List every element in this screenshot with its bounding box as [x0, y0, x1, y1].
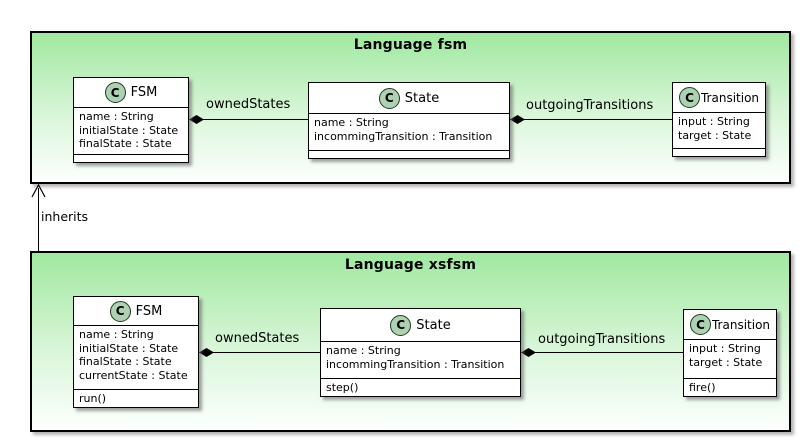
attribute: name : String — [79, 110, 154, 123]
attribute: incommingTransition : Transition — [326, 357, 505, 371]
class-methods: fire() — [684, 377, 776, 397]
relation-label-ownedstates-bottom: ownedStates — [215, 331, 300, 346]
attribute: initialState : State — [79, 341, 179, 355]
class-name: FSM — [130, 85, 158, 100]
composition-diamond-icon — [510, 115, 525, 124]
method: fire() — [689, 380, 716, 394]
inheritance-line — [38, 188, 39, 251]
attribute: finalState : State — [79, 355, 172, 368]
class-header: C FSM — [74, 78, 188, 107]
attribute: currentState : State — [79, 368, 188, 382]
relation-label-outgoingtransitions-bottom: outgoingTransitions — [538, 332, 666, 347]
attribute: name : String — [314, 116, 389, 129]
class-name: FSM — [135, 303, 163, 319]
class-stereotype-icon: C — [109, 300, 131, 322]
package-title-xsfsm: Language xsfsm — [344, 257, 477, 273]
relation-label-ownedstates-top: ownedStates — [206, 97, 291, 112]
class-header: C State — [309, 83, 509, 113]
class-methods — [673, 148, 765, 156]
composition-line-fsm-state-bottom — [199, 352, 321, 353]
attribute: target : State — [678, 128, 752, 142]
class-header: C FSM — [74, 297, 198, 325]
attribute: initialState : State — [79, 123, 179, 137]
attribute: name : String — [326, 344, 401, 357]
inheritance-arrowhead-icon — [31, 184, 46, 198]
class-attributes: input : String target : State — [673, 112, 765, 148]
composition-diamond-icon — [199, 348, 214, 357]
class-attributes: input : String target : State — [684, 339, 776, 378]
class-attributes: name : String incommingTransition : Tran… — [321, 341, 520, 378]
class-name: State — [404, 90, 440, 106]
attribute: finalState : State — [79, 137, 172, 150]
attribute: name : String — [79, 328, 154, 341]
class-header: C Transition — [684, 310, 776, 339]
class-stereotype-icon: C — [378, 87, 400, 109]
class-attributes: name : String incommingTransition : Tran… — [309, 113, 509, 150]
class-stereotype-icon: C — [678, 87, 700, 108]
class-header: C State — [321, 309, 520, 341]
class-name: Transition — [711, 317, 771, 332]
attribute: incommingTransition : Transition — [314, 129, 493, 143]
class-stereotype-icon: C — [104, 82, 126, 103]
class-state-bottom: C State name : String incommingTransitio… — [320, 308, 521, 397]
class-methods: run() — [74, 388, 198, 408]
attribute: input : String — [678, 115, 750, 128]
class-stereotype-icon: C — [390, 314, 412, 336]
class-transition-top: C Transition input : String target : Sta… — [672, 82, 766, 157]
class-header: C Transition — [673, 83, 765, 112]
class-name: Transition — [700, 90, 760, 105]
attribute: target : State — [689, 355, 763, 369]
class-stereotype-icon: C — [689, 314, 711, 335]
composition-diamond-icon — [189, 115, 204, 124]
class-state-top: C State name : String incommingTransitio… — [308, 82, 510, 159]
class-attributes: name : String initialState : State final… — [74, 107, 188, 154]
class-methods — [74, 154, 188, 162]
class-transition-bottom: C Transition input : String target : Sta… — [683, 309, 777, 397]
method: run() — [79, 391, 107, 405]
composition-line-state-transition-top — [510, 119, 673, 120]
class-methods: step() — [321, 377, 520, 397]
composition-line-fsm-state-top — [189, 119, 310, 120]
composition-diamond-icon — [521, 348, 536, 357]
composition-line-state-transition-bottom — [521, 352, 684, 353]
class-fsm-bottom: C FSM name : String initialState : State… — [73, 296, 199, 408]
class-methods — [309, 150, 509, 158]
package-title-fsm: Language fsm — [353, 37, 468, 53]
method: step() — [326, 380, 359, 394]
inheritance-label: inherits — [41, 209, 89, 224]
class-name: State — [416, 317, 451, 333]
class-fsm-top: C FSM name : String initialState : State… — [73, 77, 189, 163]
class-attributes: name : String initialState : State final… — [74, 325, 198, 389]
attribute: input : String — [689, 342, 761, 355]
relation-label-outgoingtransitions-top: outgoingTransitions — [526, 98, 654, 113]
